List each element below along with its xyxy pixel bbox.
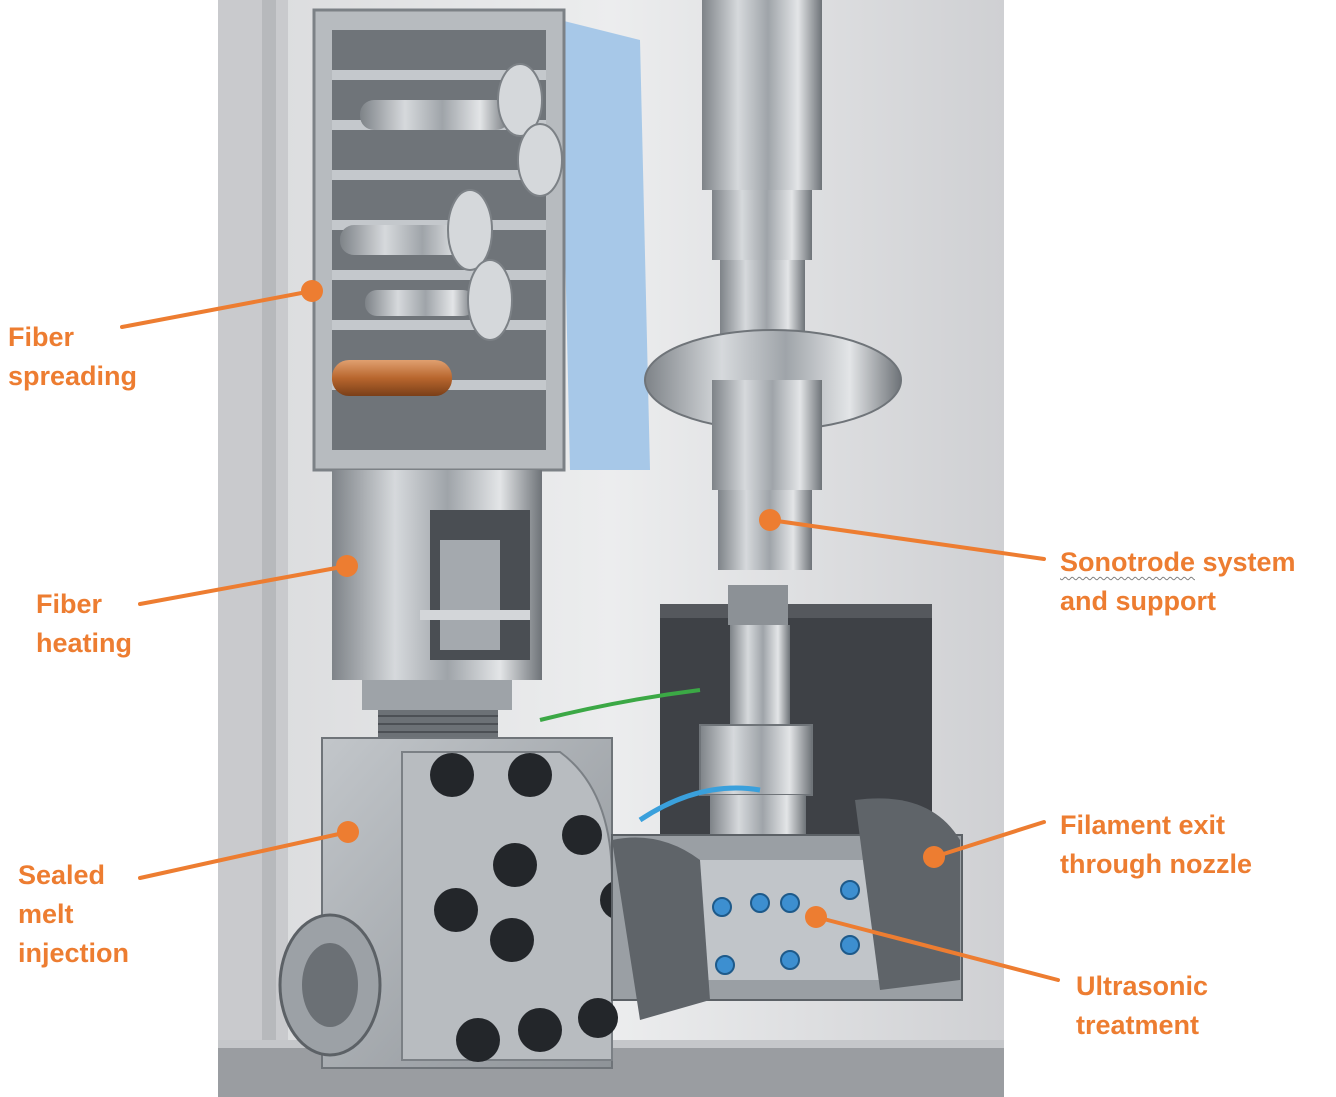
label-filament-exit: Filament exit through nozzle (1060, 810, 1252, 879)
label-fiber-heating: Fiber heating (36, 589, 133, 658)
spellcheck-underlined-word: Sonotrode (1060, 547, 1195, 577)
fiber-heating-block (332, 470, 542, 744)
label-sonotrode-system: Sonotrode system and support (1060, 547, 1296, 616)
sonotrode-system (644, 0, 902, 849)
label-fiber-spreading: Fiber spreading (8, 322, 138, 391)
fiber-spreading-frame (312, 8, 650, 472)
label-sealed-melt-injection: Sealed melt injection (18, 860, 130, 968)
melt-injection-block (278, 737, 640, 1069)
label-ultrasonic-treatment: Ultrasonic treatment (1076, 971, 1209, 1040)
